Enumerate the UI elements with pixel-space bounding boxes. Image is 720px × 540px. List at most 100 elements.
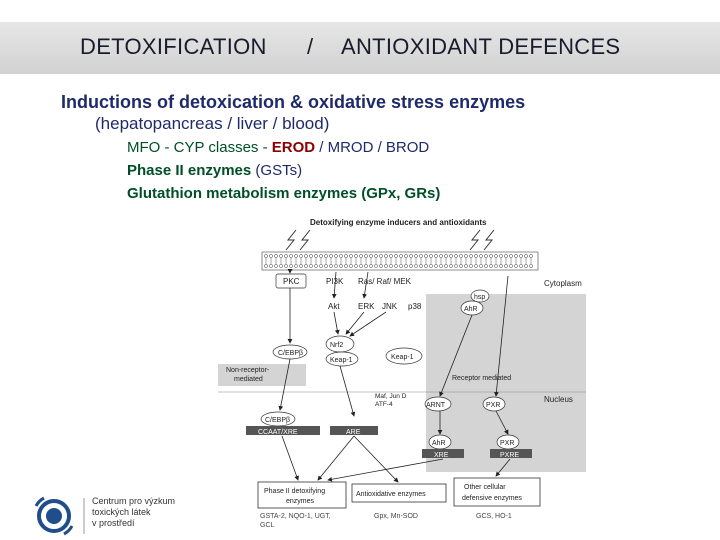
lipid-head <box>339 264 343 268</box>
lipid-head <box>404 264 408 268</box>
lipid-head <box>374 254 378 258</box>
lipid-head <box>384 254 388 258</box>
node-akt: Akt <box>328 302 340 311</box>
lipid-head <box>369 254 373 258</box>
lipid-head <box>414 254 418 258</box>
node-cebpb: C/EBPβ <box>278 350 303 357</box>
lipid-head <box>439 254 443 258</box>
lipid-head <box>309 254 313 258</box>
lipid-head <box>449 264 453 268</box>
lipid-head <box>434 264 438 268</box>
title-left: DETOXIFICATION <box>80 34 267 59</box>
non-receptor-band <box>218 364 306 386</box>
bullet-phase2: Phase II enzymes (GSTs) <box>127 162 302 179</box>
lipid-head <box>399 264 403 268</box>
box-phase2-1: Phase II detoxifying <box>264 488 325 495</box>
lipid-head <box>419 254 423 258</box>
element-pxre: PXRE <box>500 452 519 459</box>
lipid-head <box>514 264 518 268</box>
lipid-head <box>354 254 358 258</box>
lipid-head <box>524 264 528 268</box>
lipid-head <box>389 264 393 268</box>
lipid-head <box>464 254 468 258</box>
lipid-head <box>274 264 278 268</box>
lipid-head <box>279 254 283 258</box>
mfo-prefix: MFO - CYP classes - <box>127 139 272 156</box>
lipid-head <box>334 254 338 258</box>
lipid-head <box>384 264 388 268</box>
lipid-head <box>519 264 523 268</box>
node-ahr2: AhR <box>432 440 446 447</box>
box-antiox: Antioxidative enzymes <box>356 491 426 498</box>
subheading: (hepatopancreas / liver / blood) <box>95 114 330 133</box>
element-are: ARE <box>346 429 361 436</box>
node-arnt: ARNT <box>426 402 446 409</box>
lipid-head <box>529 254 533 258</box>
logo-line-3: v prostředí <box>92 518 135 528</box>
node-hsp: hsp <box>474 294 485 301</box>
node-pkc: PKC <box>283 277 300 286</box>
lipid-head <box>514 254 518 258</box>
phase2-rest: (GSTs) <box>251 162 303 179</box>
box-phase2-2: enzymes <box>286 498 315 505</box>
lipid-head <box>439 264 443 268</box>
lipid-head <box>424 254 428 258</box>
lipid-head <box>404 254 408 258</box>
element-xre: XRE <box>434 452 449 459</box>
lipid-head <box>509 254 513 258</box>
lipid-head <box>329 254 333 258</box>
lipid-head <box>489 264 493 268</box>
pathway-figure: Detoxifying enzyme inducers and antioxid… <box>218 216 586 536</box>
lipid-head <box>469 264 473 268</box>
lipid-head <box>269 254 273 258</box>
lipid-head <box>359 254 363 258</box>
erod-label: EROD <box>271 139 316 156</box>
node-cebpb2: C/EBPβ <box>265 417 290 424</box>
logo-line-2: toxických látek <box>92 507 151 517</box>
title-right: ANTIOXIDANT DEFENCES <box>341 34 621 59</box>
lipid-head <box>499 254 503 258</box>
lipid-head <box>409 264 413 268</box>
lipid-head <box>374 264 378 268</box>
box-other-2: defensive enzymes <box>462 495 522 502</box>
mfo-suffix: / MROD / BROD <box>315 139 430 156</box>
top-strip <box>0 0 720 22</box>
lipid-head <box>344 264 348 268</box>
lipid-head <box>414 264 418 268</box>
lipid-head <box>334 264 338 268</box>
cell-membrane <box>261 251 539 271</box>
lipid-head <box>264 254 268 258</box>
out-gsta-1: GSTA-2, NQO-1, UGT, <box>260 513 331 520</box>
lipid-head <box>394 254 398 258</box>
phase2-label: Phase II enzymes <box>127 162 252 179</box>
lipid-head <box>494 264 498 268</box>
inducer-bolt-right2 <box>483 229 495 251</box>
lipid-head <box>529 264 533 268</box>
non-receptor-label-2: mediated <box>234 376 263 383</box>
inducer-bolt-left2 <box>299 229 311 251</box>
node-maf: Maf, Jun D <box>375 393 407 400</box>
lipid-head <box>289 264 293 268</box>
lipid-head <box>364 264 368 268</box>
lipid-head <box>294 254 298 258</box>
lipid-head <box>464 264 468 268</box>
lipid-head <box>444 264 448 268</box>
lipid-head <box>474 254 478 258</box>
lipid-head <box>504 264 508 268</box>
inducer-bolt-right <box>469 229 481 251</box>
lipid-head <box>379 254 383 258</box>
lipid-head <box>429 254 433 258</box>
lipid-head <box>489 254 493 258</box>
lipid-head <box>434 254 438 258</box>
lipid-head <box>484 264 488 268</box>
lipid-head <box>304 254 308 258</box>
element-ccaat: CCAAT/XRE <box>258 429 298 436</box>
lipid-head <box>429 264 433 268</box>
node-keap1: Keap-1 <box>330 357 353 364</box>
node-ras: Ras/ Raf/ MEK <box>358 277 412 286</box>
lipid-head <box>349 264 353 268</box>
lipid-head <box>269 264 273 268</box>
lipid-head <box>459 254 463 258</box>
node-pxr: PXR <box>486 402 500 409</box>
figure-title: Detoxifying enzyme inducers and antioxid… <box>310 218 487 227</box>
